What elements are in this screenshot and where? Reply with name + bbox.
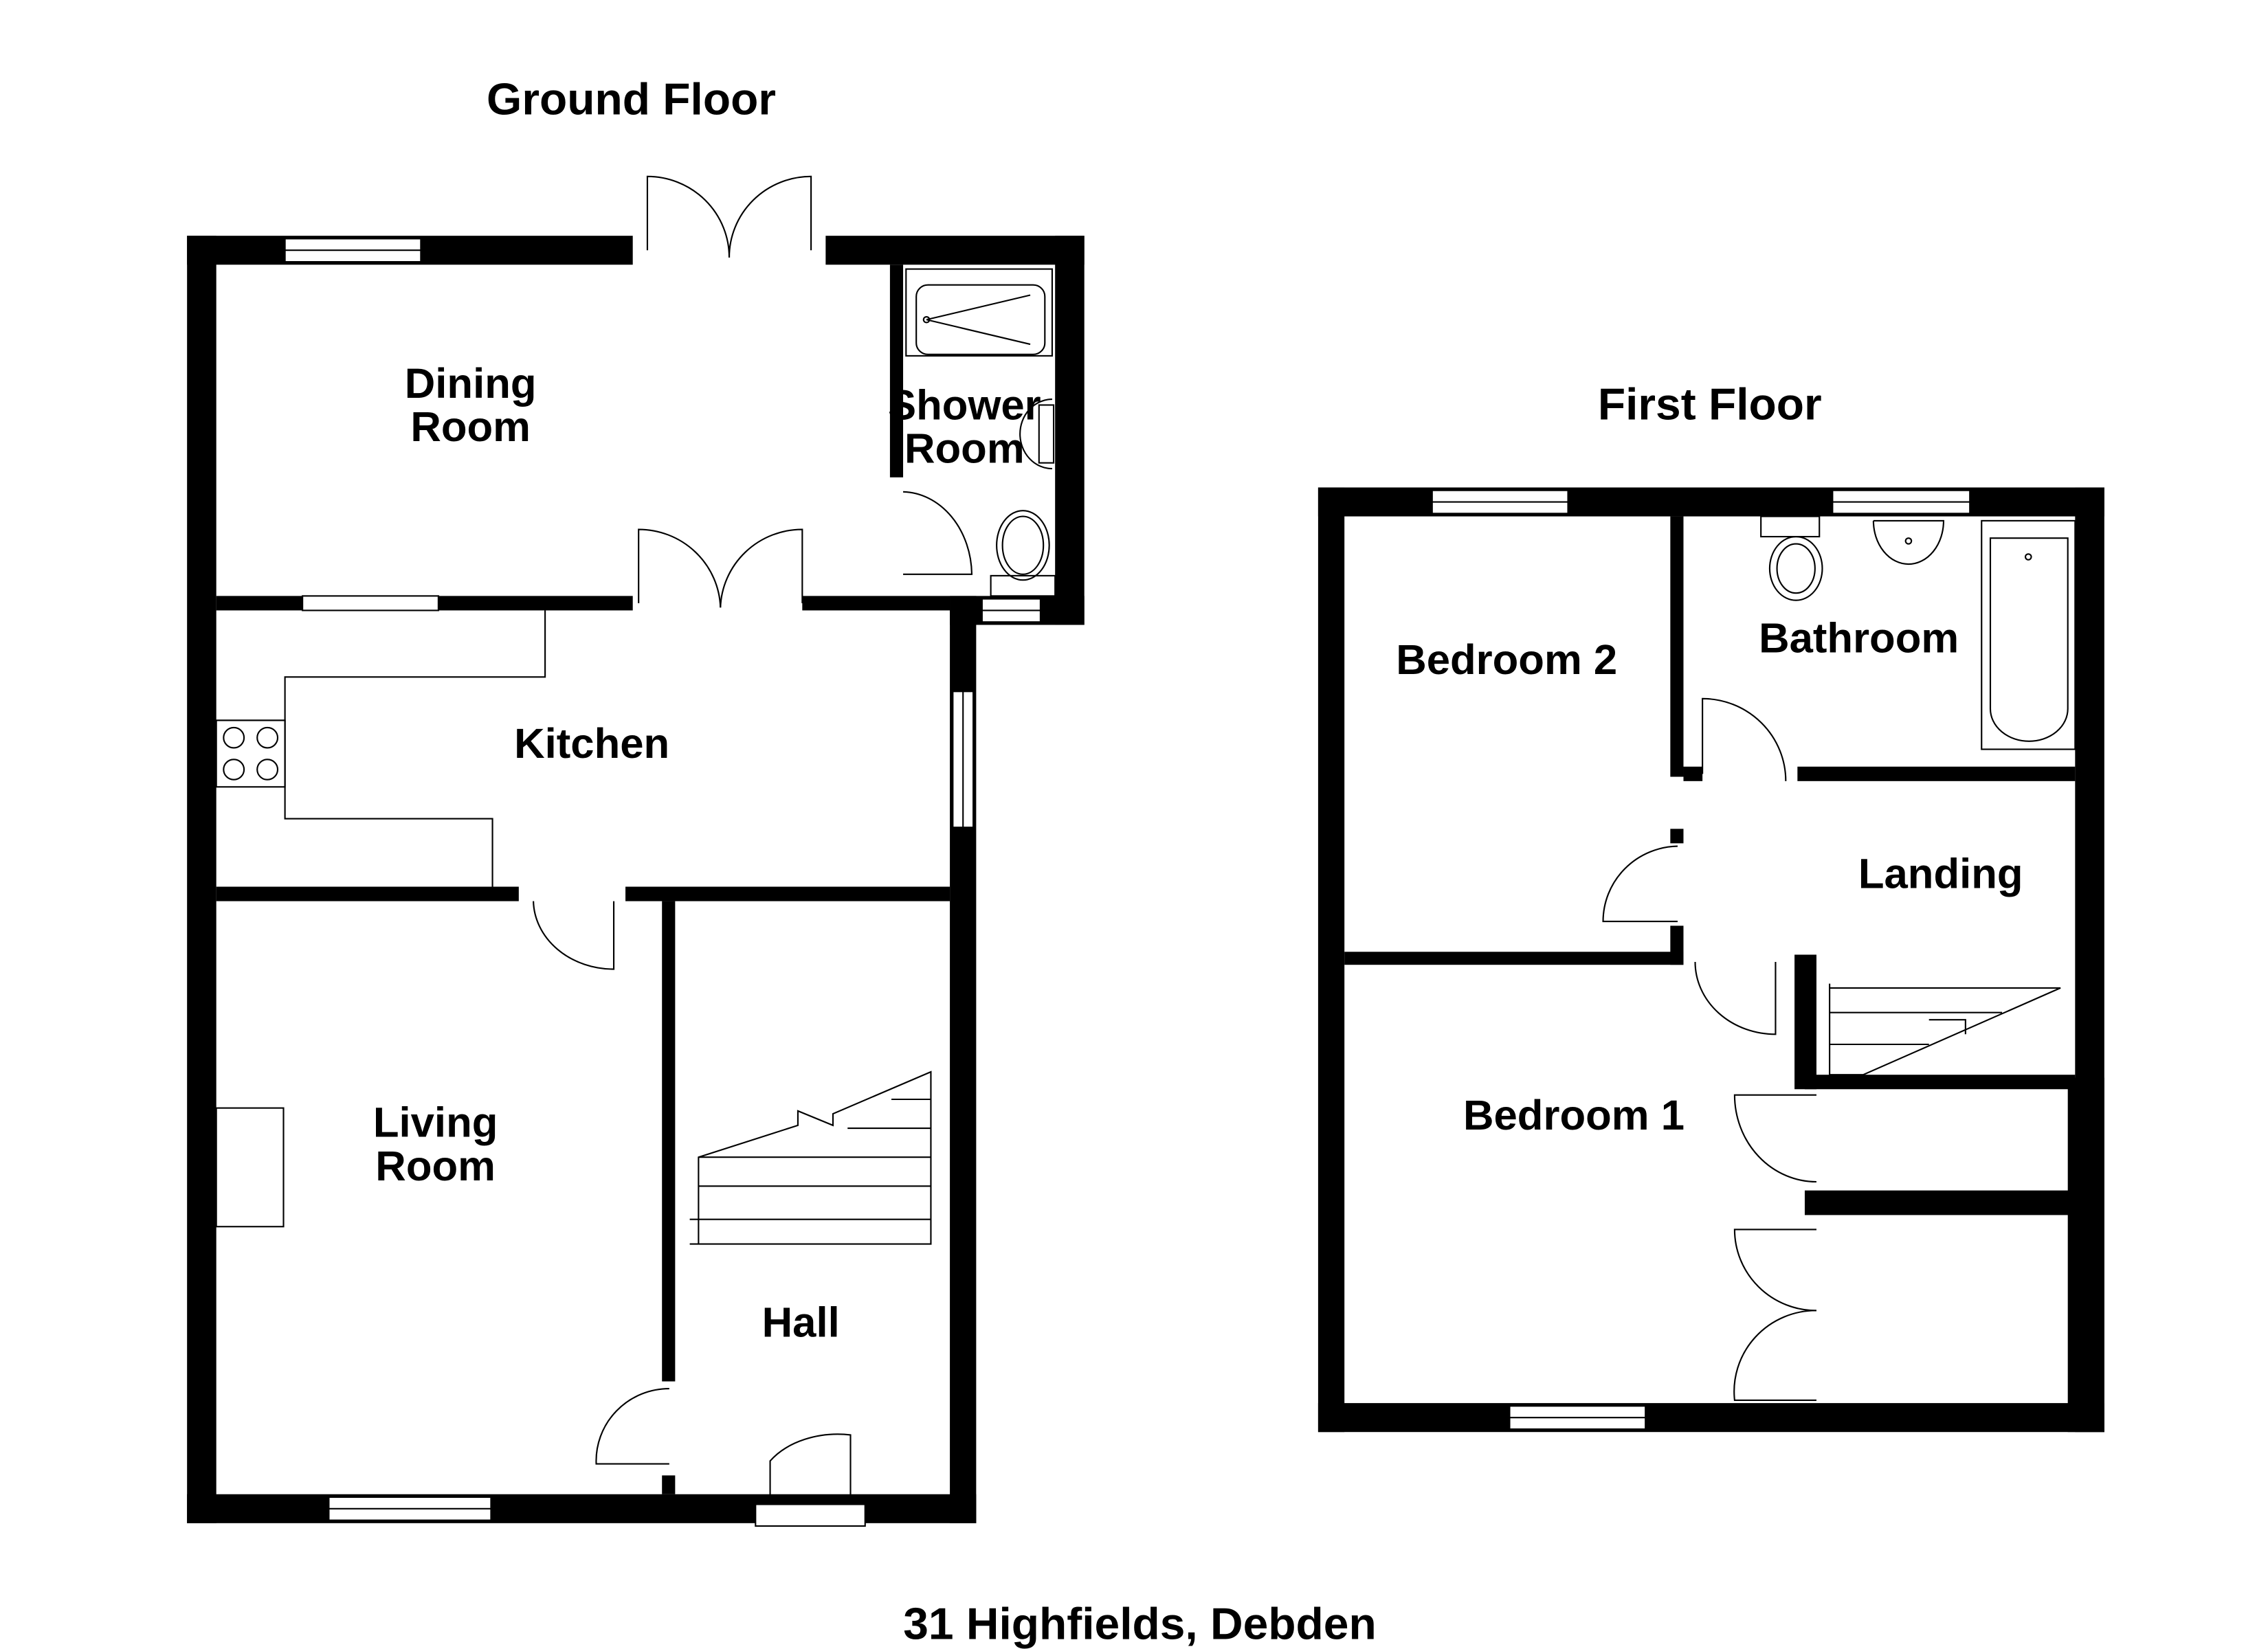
address-caption: 31 Highfields, Debden xyxy=(903,1599,1376,1649)
toilet xyxy=(990,510,1056,597)
room-label-dining: Dining xyxy=(405,360,537,407)
room-label-landing: Landing xyxy=(1858,851,2023,898)
room-label-bathroom: Bathroom xyxy=(1759,615,1959,662)
kitchen-counter xyxy=(284,720,493,887)
staircase xyxy=(1829,983,2061,1076)
toilet xyxy=(1760,515,1823,601)
room-label-bedroom-1: Bedroom 1 xyxy=(1463,1092,1685,1139)
kitchen-counter xyxy=(216,610,546,721)
ground-floor-walls xyxy=(187,236,1085,1523)
first-floor-plan: Bedroom 2 Bathroom Landing Bedroom 1 xyxy=(1318,487,2104,1433)
staircase xyxy=(689,1070,932,1245)
ground-floor-title: Ground Floor xyxy=(487,74,776,124)
first-floor-title: First Floor xyxy=(1598,379,1822,429)
door-arcs xyxy=(533,175,973,1527)
room-label-dining: Room xyxy=(410,403,531,451)
room-label-bedroom-2: Bedroom 2 xyxy=(1396,636,1617,684)
room-label-shower: Room xyxy=(904,425,1025,473)
room-label-hall: Hall xyxy=(762,1299,840,1347)
room-label-living: Living xyxy=(373,1099,498,1147)
ground-floor-plan: Dining Room Shower Room Kitchen Living R… xyxy=(187,175,1085,1527)
first-floor-walls xyxy=(1318,487,2104,1433)
shower-tray xyxy=(905,268,1053,357)
window xyxy=(302,595,439,612)
basin xyxy=(1872,519,1945,565)
room-label-living: Room xyxy=(375,1143,496,1190)
hob-icon xyxy=(215,719,286,788)
room-label-shower: Shower xyxy=(888,382,1041,429)
fireplace xyxy=(215,1107,285,1228)
basin xyxy=(1019,399,1055,470)
door-arcs xyxy=(1602,697,1816,1401)
bath xyxy=(1981,519,2076,750)
room-label-kitchen: Kitchen xyxy=(514,720,669,767)
